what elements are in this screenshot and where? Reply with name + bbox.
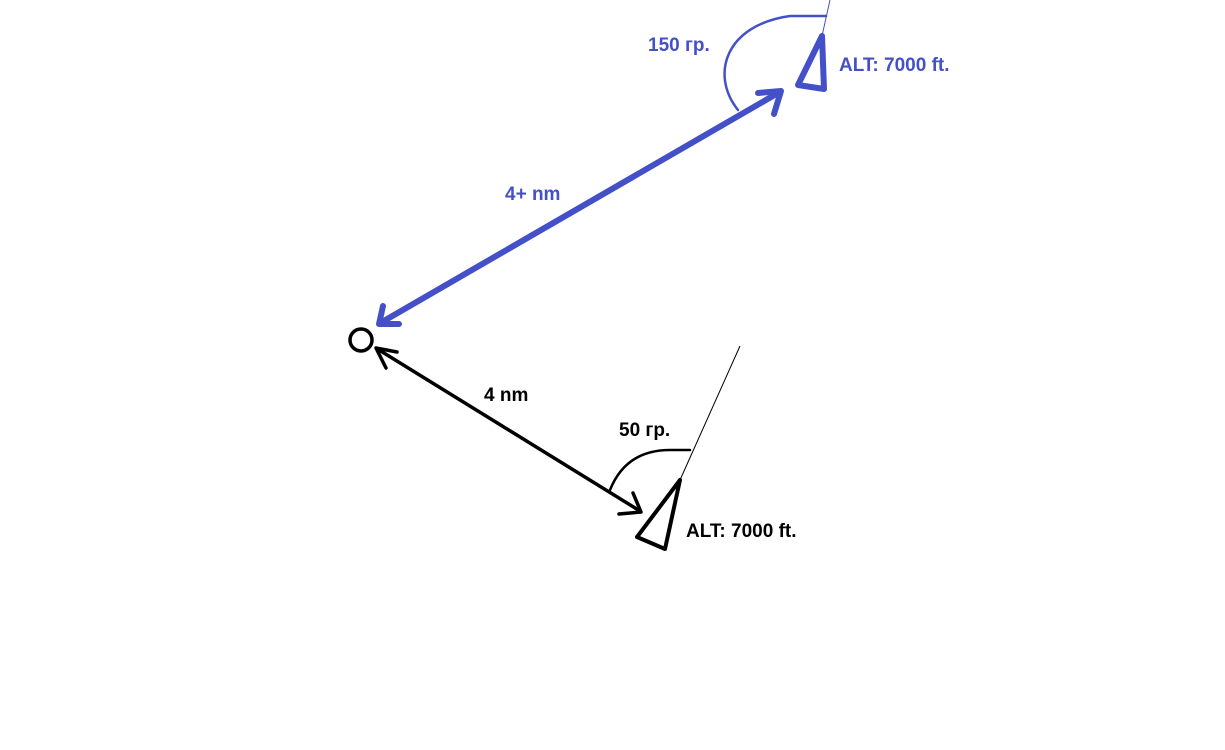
black-aircraft-group: 4 nm 50 гр. ALT: 7000 ft. (374, 345, 797, 551)
blue-distance-label: 4+ nm (505, 184, 560, 205)
black-altitude-label: ALT: 7000 ft. (686, 521, 797, 542)
blue-aircraft-triangle (795, 33, 827, 92)
black-arrowhead-origin (374, 346, 399, 370)
blue-angle-arc (723, 14, 828, 112)
black-arrowhead-aircraft (617, 491, 643, 516)
blue-aircraft-group: 150 гр. ALT: 7000 ft. 4+ nm (376, 0, 950, 327)
blue-heading-line (821, 0, 831, 37)
blue-distance-line (379, 90, 781, 325)
black-aircraft-triangle (635, 478, 682, 551)
black-distance-line (377, 348, 642, 513)
blue-arrowhead-origin (376, 303, 402, 327)
origin-circle (348, 327, 374, 353)
blue-arrowhead-aircraft (755, 88, 784, 117)
black-heading-line (679, 345, 741, 481)
black-distance-label: 4 nm (484, 385, 528, 406)
black-angle-label: 50 гр. (619, 420, 670, 441)
black-angle-arc (608, 448, 692, 492)
blue-angle-label: 150 гр. (648, 35, 710, 56)
blue-altitude-label: ALT: 7000 ft. (839, 55, 950, 76)
